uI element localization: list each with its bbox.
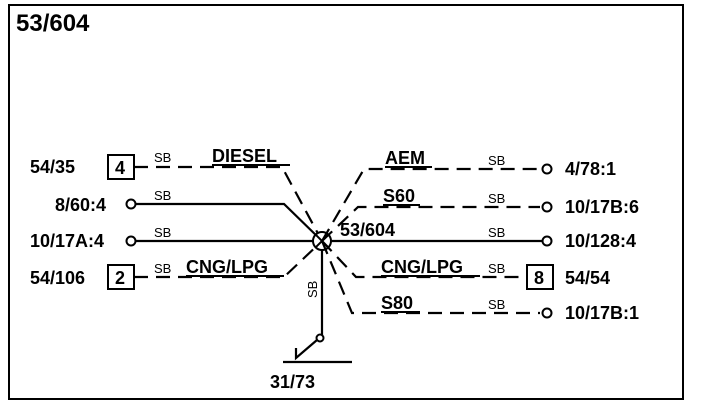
connector-label-54-54: 54/54 [565, 268, 610, 288]
wire-color-sb: SB [488, 261, 505, 276]
wire-diesel-dashed [134, 165, 323, 242]
wire-color-sb: SB [154, 261, 171, 276]
variant-label-cng-right: CNG/LPG [381, 257, 463, 277]
variant-label-diesel: DIESEL [212, 146, 277, 166]
wire-color-sb: SB [488, 297, 505, 312]
connector-box-8 [526, 264, 554, 290]
wire-color-sb: SB [154, 188, 171, 203]
terminal-4-78-1 [541, 163, 553, 175]
terminal-10-17b-6 [541, 201, 553, 213]
box-number-8: 8 [534, 268, 544, 288]
connector-label-10-128-4: 10/128:4 [565, 231, 636, 251]
wire-color-sb: SB [488, 225, 505, 240]
ground-switch-pivot [315, 333, 325, 343]
connector-label-54-106: 54/106 [30, 268, 85, 288]
connector-label-10-17b-6: 10/17B:6 [565, 197, 639, 217]
terminal-10-17b-1 [541, 307, 553, 319]
variant-label-aem: AEM [385, 148, 425, 168]
ground-label: 31/73 [270, 372, 315, 392]
wire-color-sb: SB [305, 281, 320, 298]
connector-label-4-78-1: 4/78:1 [565, 159, 616, 179]
variant-label-cng-left: CNG/LPG [186, 257, 268, 277]
wire-8-60-4 [136, 202, 323, 242]
connector-label-10-17a-4: 10/17A:4 [30, 231, 104, 251]
wire-aem-dashed [321, 167, 540, 242]
terminal-8-60-4 [125, 198, 137, 210]
box-number-2: 2 [115, 268, 125, 288]
wire-s60-dashed [321, 205, 540, 242]
wire-cng-left-dashed [134, 240, 323, 279]
diagram-title: 53/604 [16, 10, 90, 37]
wire-color-sb: SB [154, 150, 171, 165]
box-number-4: 4 [115, 158, 125, 178]
connector-label-10-17b-1: 10/17B:1 [565, 303, 639, 323]
connector-label-54-35: 54/35 [30, 157, 75, 177]
connector-box-4 [107, 154, 135, 180]
wire-color-sb: SB [154, 225, 171, 240]
terminal-10-17a-4 [125, 235, 137, 247]
connector-label-8-60-4: 8/60:4 [55, 195, 106, 215]
variant-label-s60: S60 [383, 186, 415, 206]
terminal-10-128-4 [541, 235, 553, 247]
wire-s80-dashed [320, 240, 540, 315]
wire-color-sb: SB [488, 153, 505, 168]
ground-switch-contact [294, 339, 318, 361]
splice-label: 53/604 [340, 220, 395, 240]
wire-color-sb: SB [488, 191, 505, 206]
variant-label-s80: S80 [381, 293, 413, 313]
